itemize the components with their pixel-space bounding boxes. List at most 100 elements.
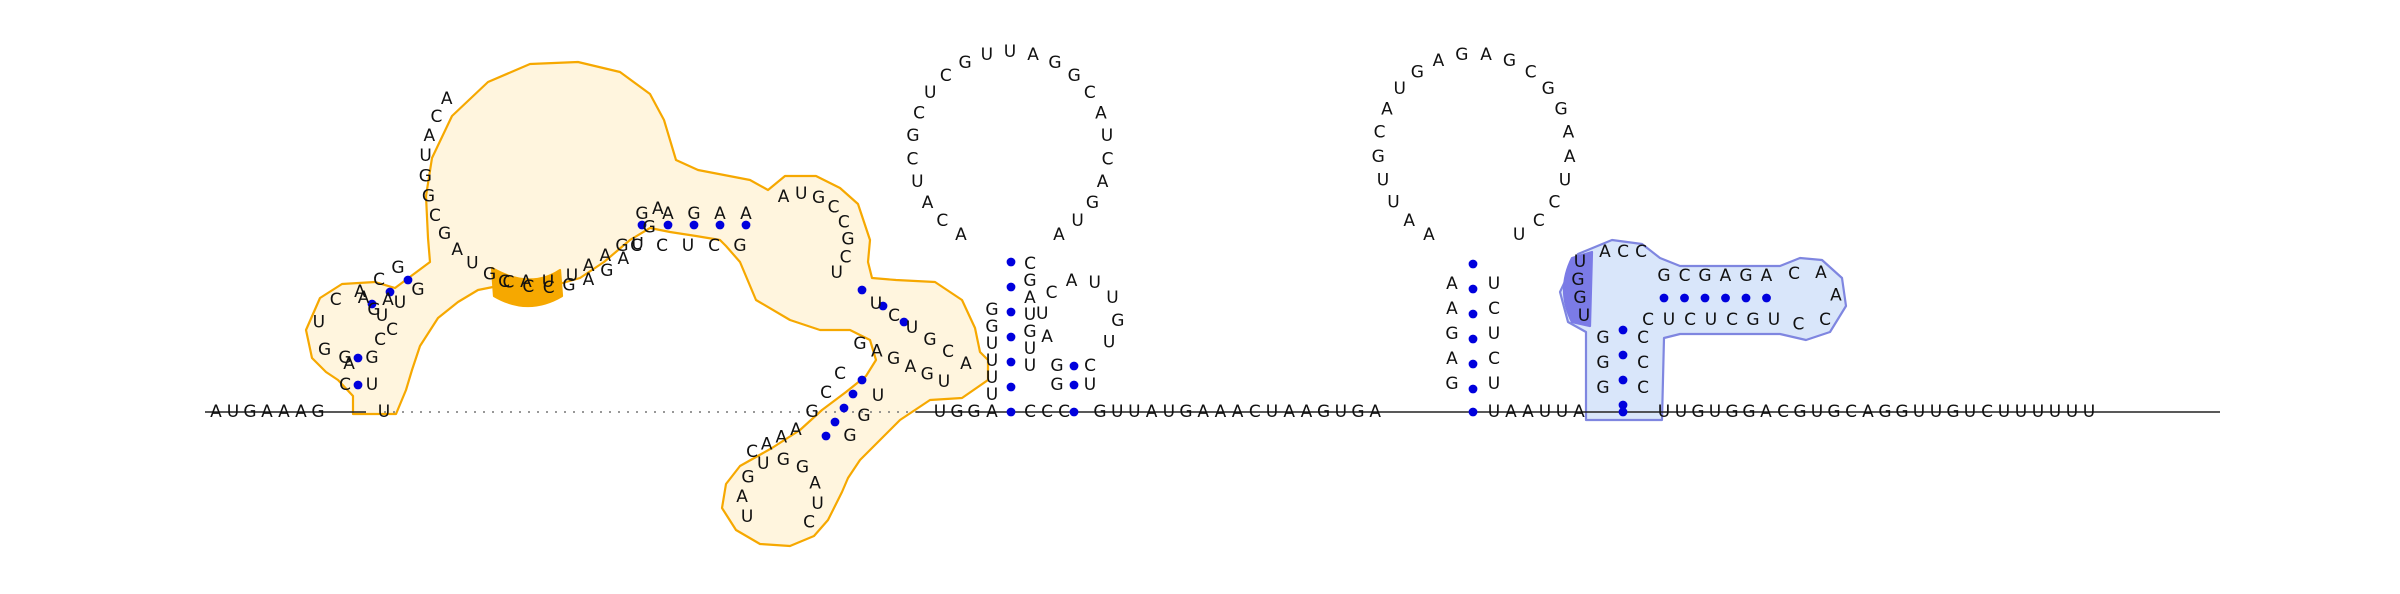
backbone-nt: G: [1317, 402, 1330, 422]
d2-small-loop-nt: C: [1046, 283, 1058, 303]
d1-stem-nt: C: [656, 236, 668, 256]
d2-small-loop-nt: A: [1066, 271, 1078, 291]
backbone-nt: U: [1163, 402, 1175, 422]
d2-small-loop-nt: U: [1036, 304, 1048, 324]
backbone-nt: G: [1093, 402, 1106, 422]
base-pair-dot: [1006, 332, 1016, 342]
d2-loop-nt: A: [1095, 104, 1107, 124]
d1-left-loop-nt: G: [367, 300, 380, 320]
backbone-nt: U: [1335, 402, 1347, 422]
d4-loop-nt: A: [1599, 242, 1611, 262]
d4-stem-nt: C: [1637, 328, 1649, 348]
d3-loop-nt: G: [1411, 63, 1424, 83]
d1-big-loop-nt: G: [562, 276, 575, 296]
d1-lower-loop-nt: U: [811, 494, 823, 514]
backbone-nt: A: [1301, 402, 1313, 422]
backbone-nt: C: [1024, 402, 1036, 422]
d4-stem-nt: G: [1739, 266, 1752, 286]
backbone-nt: A: [1283, 402, 1295, 422]
d3-loop-nt: A: [1403, 211, 1415, 231]
d2-loop-nt: A: [955, 225, 967, 245]
backbone-nt: G: [1691, 402, 1704, 422]
backbone-nt: U: [1930, 402, 1942, 422]
d2-small-stem-nt: C: [1084, 356, 1096, 376]
d1-big-loop-nt: C: [429, 206, 441, 226]
base-pair-dot: [821, 431, 831, 441]
base-pair-dot: [857, 285, 867, 295]
d4-stem-nt: A: [1761, 266, 1773, 286]
d2-loop-nt: C: [913, 104, 925, 124]
base-pair-dot: [1006, 382, 1016, 392]
d1-stem-nt: G: [805, 402, 818, 422]
backbone-nt: A: [1862, 402, 1874, 422]
d1-ur-loop-nt: C: [840, 247, 852, 267]
d1-stem-nt: G: [843, 426, 856, 446]
d1-stem-nt: C: [942, 342, 954, 362]
d3-loop-nt: A: [1423, 225, 1435, 245]
backbone-nt: U: [2083, 402, 2095, 422]
d4-hairpin-nt: A: [1830, 286, 1842, 306]
base-pair-dot: [1618, 407, 1628, 417]
base-pair-dot: [1721, 293, 1730, 303]
d1-stem-nt: G: [391, 258, 404, 278]
backbone-nt: A: [261, 402, 273, 422]
d2-loop-nt: U: [1071, 211, 1083, 231]
backbone-nt: A: [1573, 402, 1585, 422]
d1-stem-nt: A: [740, 204, 752, 224]
d1-ur-loop-nt: C: [838, 212, 850, 232]
d2-loop-nt: G: [1086, 193, 1099, 213]
d3-loop-nt: C: [1549, 192, 1561, 212]
d1-big-loop-nt: A: [424, 126, 436, 146]
base-pair-dot: [741, 220, 751, 230]
base-pair-dot: [1006, 407, 1016, 417]
d2-small-loop-nt: U: [1106, 288, 1118, 308]
d1-big-loop-nt: C: [522, 277, 534, 297]
d3-stem-nt: U: [1488, 374, 1500, 394]
backbone-nt: U: [2032, 402, 2044, 422]
backbone-nt: G: [950, 402, 963, 422]
d1-stem-nt: A: [761, 435, 773, 455]
d1-big-loop-nt: A: [583, 270, 595, 290]
backbone-nt: A: [295, 402, 307, 422]
d1-lower-loop-nt: U: [741, 507, 753, 527]
base-pair-dot: [878, 301, 888, 311]
d2-stem-nt: U: [986, 351, 998, 371]
base-pair-dot: [1659, 293, 1669, 303]
d1-lower-loop-nt: A: [809, 473, 821, 493]
backbone-nt: U: [1539, 402, 1551, 422]
d1-stem-nt: G: [338, 348, 351, 368]
backbone-nt: G: [1725, 402, 1738, 422]
d1-big-loop-nt: U: [631, 234, 643, 254]
backbone-nt: A: [1232, 402, 1244, 422]
backbone-nt: G: [1351, 402, 1364, 422]
base-pair-dot: [848, 389, 858, 399]
base-pair-dot: [1468, 384, 1478, 394]
domain1-highlight: [304, 60, 990, 548]
d1-left-loop-nt: A: [358, 288, 370, 308]
backbone-nt: G: [967, 402, 980, 422]
backbone-nt: G: [1742, 402, 1755, 422]
base-pair-dot: [830, 417, 840, 427]
d4-hairpin-nt: C: [1819, 310, 1831, 330]
d1-stem-nt: C: [888, 306, 900, 326]
d2-loop-nt: G: [1048, 53, 1061, 73]
backbone-nt: A: [1146, 402, 1158, 422]
backbone-nt: A: [210, 402, 222, 422]
d1-stem-nt: A: [905, 357, 917, 377]
base-pair-dot: [1618, 375, 1628, 385]
d3-loop-nt: G: [1542, 79, 1555, 99]
d1-ur-loop-nt: U: [795, 184, 807, 204]
d1-strong-nt: A: [520, 272, 532, 292]
d2-loop-nt: C: [907, 149, 919, 169]
d3-loop-nt: C: [1525, 63, 1537, 83]
base-pair-dot: [663, 220, 673, 230]
d1-lower-loop-nt: G: [796, 457, 809, 477]
d1-big-loop-nt: G: [419, 166, 432, 186]
d4-strong-nt: U: [1578, 306, 1590, 326]
d1-stem-nt: G: [921, 364, 934, 384]
d2-stem-nt: U: [1024, 305, 1036, 325]
d4-stem-nt: G: [1698, 266, 1711, 286]
domain1-strong-highlight: [490, 266, 564, 307]
d1-lower-loop-nt: G: [741, 468, 754, 488]
